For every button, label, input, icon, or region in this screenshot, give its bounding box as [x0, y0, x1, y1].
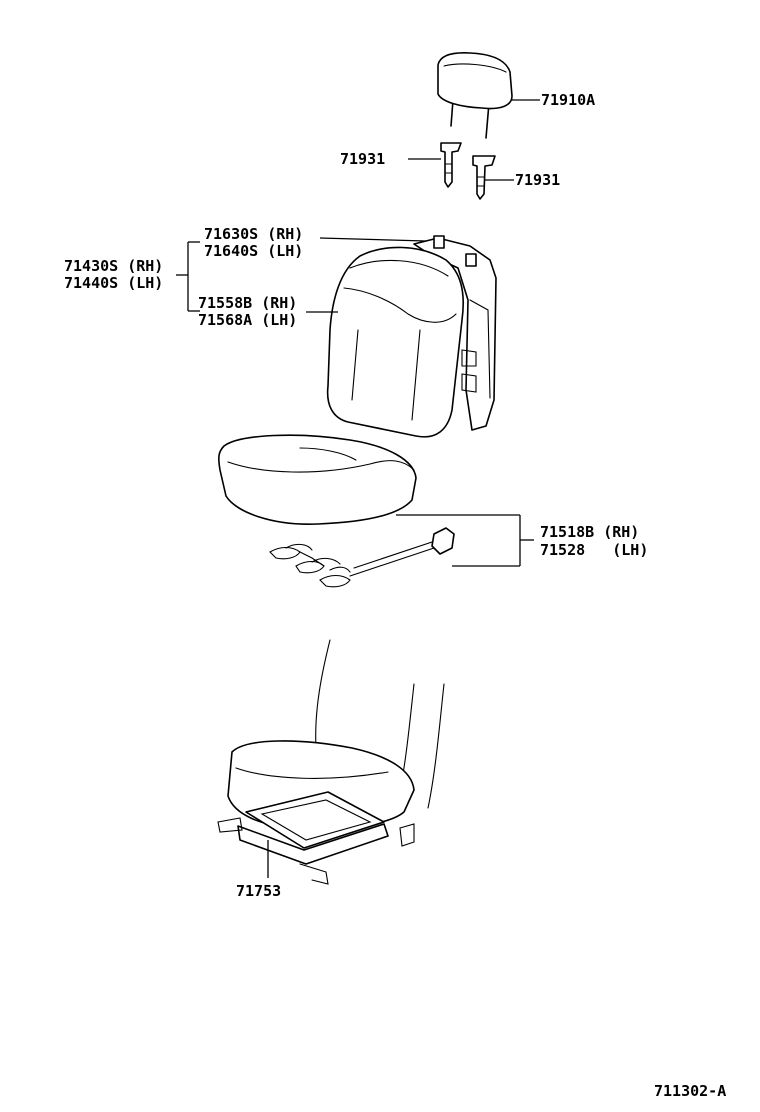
bracket-seatback	[176, 241, 200, 312]
diagram-id: 711302-A	[654, 1082, 726, 1100]
leader-frame	[319, 237, 427, 242]
label-seatback-frame-lh: 71640S (LH)	[204, 242, 303, 260]
label-support-right: 71931	[515, 171, 560, 189]
seatback-frame[interactable]	[413, 235, 497, 431]
label-support-left: 71931	[340, 150, 385, 168]
label-adjuster: 71753	[236, 882, 281, 900]
bracket-spring	[396, 514, 534, 567]
label-headrest: 71910A	[541, 91, 595, 109]
headrest-support-left[interactable]	[440, 142, 462, 188]
label-seatback-cover-lh: 71568A (LH)	[198, 311, 297, 329]
label-seatback-assy-rh: 71430S (RH)	[64, 257, 163, 275]
label-seatback-frame-rh: 71630S (RH)	[204, 225, 303, 243]
label-seatback-assy-lh: 71440S (LH)	[64, 274, 163, 292]
seat-cushion[interactable]	[218, 434, 417, 525]
label-seatback-cover-rh: 71558B (RH)	[198, 294, 297, 312]
label-spring-rh: 71518B (RH)	[540, 523, 639, 541]
headrest-support-right[interactable]	[472, 155, 496, 200]
cushion-spring[interactable]	[269, 527, 455, 588]
seatback-cushion[interactable]	[326, 246, 465, 438]
label-spring-lh: 71528 (LH)	[540, 541, 648, 559]
headrest[interactable]	[437, 52, 513, 139]
